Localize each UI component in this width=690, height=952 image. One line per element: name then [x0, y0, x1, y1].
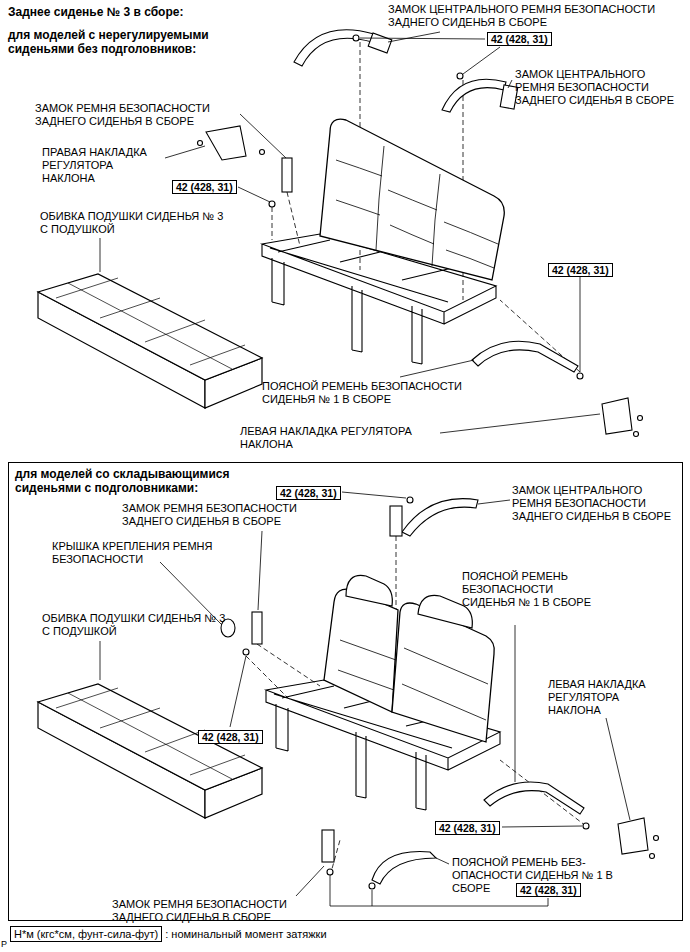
part-name: ЗАМОК ЦЕНТРАЛЬНОГО РЕМНЯ БЕЗОПАСНОСТИ ЗА… — [515, 68, 680, 107]
bolt — [369, 883, 375, 889]
recliner-cover — [618, 818, 648, 854]
belt-strap — [442, 79, 506, 112]
figure-code: P — [1, 939, 7, 950]
recliner-cover — [206, 126, 246, 160]
dashed-guide-lines — [246, 42, 586, 876]
box-text: 42 (428, 31) — [552, 264, 609, 276]
bolt — [583, 823, 589, 829]
headrest — [346, 575, 392, 606]
unit-note: : номинальный момент затяжки — [165, 926, 326, 942]
part-name: ЗАМОК РЕМНЯ БЕЗОПАСНОСТИ ЗАДНЕГО СИДЕНЬЯ… — [122, 502, 322, 528]
bolt — [260, 150, 265, 155]
part-name: ЗАМОК ЦЕНТРАЛЬНОГО РЕМНЯ БЕЗОПАСНОСТИ ЗА… — [388, 3, 683, 29]
seat-back-seams — [336, 146, 498, 268]
torque-box: 42 (428, 31) — [516, 883, 581, 897]
bolt — [634, 432, 639, 437]
bolt — [198, 141, 203, 146]
bolt — [353, 35, 359, 41]
buckle — [322, 830, 334, 862]
part-name: ЗАМОК РЕМНЯ БЕЗОПАСНОСТИ ЗАДНЕГО СИДЕНЬЯ… — [35, 102, 235, 128]
buckle — [252, 612, 262, 644]
part-name: КРЫШКА КРЕПЛЕНИЯ РЕМНЯ БЕЗОПАСНОСТИ — [52, 540, 252, 566]
box-text: 42 (428, 31) — [280, 487, 337, 499]
bolt — [243, 649, 249, 655]
torque-box: 42 (428, 31) — [276, 486, 341, 500]
seat-back — [320, 119, 504, 280]
bolt — [327, 869, 333, 875]
seat-cushion — [38, 274, 262, 408]
box-text: 42 (428, 31) — [491, 33, 548, 45]
part-name: ОБИВКА ПОДУШКИ СИДЕНЬЯ № 3 С ПОДУШКОЙ — [42, 612, 232, 638]
torque-box: 42 (428, 31) — [198, 730, 263, 744]
part-name: ПОЯСНОЙ РЕМЕНЬ БЕЗ- ОПАСНОСТИ СИДЕНЬЯ № … — [452, 856, 632, 895]
cushion-top — [38, 684, 262, 790]
torque-box: 42 (428, 31) — [487, 32, 552, 46]
lap-belt — [472, 341, 578, 372]
part-name: ОБИВКА ПОДУШКИ СИДЕНЬЯ № 3 С ПОДУШКОЙ — [40, 210, 230, 236]
box-text: 42 (428, 31) — [176, 181, 233, 193]
title-text: Заднее сиденье № 3 в сборе: — [8, 5, 183, 19]
box-text: 42 (428, 31) — [202, 731, 259, 743]
torque-box: 42 (428, 31) — [435, 821, 500, 835]
seat-cushion — [38, 684, 262, 818]
part-name: ЗАМОК ЦЕНТРАЛЬНОГО РЕМНЯ БЕЗОПАСНОСТИ ЗА… — [512, 484, 677, 523]
belt-strap — [294, 30, 374, 66]
torque-box: 42 (428, 31) — [172, 180, 237, 194]
box-text: Н*м (кгс*см, фунт-сила-фут) — [14, 928, 158, 940]
box-text: 42 (428, 31) — [520, 884, 577, 896]
buckle — [282, 158, 292, 192]
lap-belt — [372, 852, 436, 884]
part-name: ПОЯСНОЙ РЕМЕНЬ БЕЗОПАСНОСТИ СИДЕНЬЯ № 1 … — [462, 570, 602, 609]
part-name: ЛЕВАЯ НАКЛАДКА РЕГУЛЯТОРА НАКЛОНА — [240, 425, 445, 451]
buckle — [390, 506, 402, 536]
bolt — [638, 416, 643, 421]
part-name: ПОЯСНОЙ РЕМЕНЬ БЕЗОПАСНОСТИ СИДЕНЬЯ № 1 … — [262, 380, 477, 406]
buckle — [368, 33, 392, 53]
box-text: 42 (428, 31) — [439, 822, 496, 834]
lap-belt — [484, 782, 584, 814]
seat-back — [392, 603, 494, 742]
part-name: ЛЕВАЯ НАКЛАДКА РЕГУЛЯТОРА НАКЛОНА — [548, 678, 673, 717]
belt-strap — [402, 499, 478, 536]
seat-back-seams — [338, 640, 488, 720]
bolt — [650, 854, 655, 859]
variant-heading: для моделей с нерегулируемыми сиденьями … — [8, 28, 223, 56]
dashed-line — [246, 42, 586, 876]
unit-box: Н*м (кгс*см, фунт-сила-фут) — [10, 926, 162, 942]
part-name: ПРАВАЯ НАКЛАДКА РЕГУЛЯТОРА НАКЛОНА — [42, 146, 167, 185]
cushion-top — [38, 274, 262, 380]
bolt — [654, 836, 659, 841]
torque-box: 42 (428, 31) — [548, 263, 613, 277]
bolt — [577, 373, 583, 379]
variant-heading: для моделей со складывающимися сиденьями… — [15, 467, 255, 495]
part-name: ЗАМОК РЕМНЯ БЕЗОПАСНОСТИ ЗАДНЕГО СИДЕНЬЯ… — [112, 898, 312, 924]
bolt — [407, 497, 413, 503]
seat-back — [324, 589, 398, 712]
cushion-seams — [56, 278, 245, 369]
bolt — [457, 73, 463, 79]
recliner-cover — [602, 398, 632, 434]
